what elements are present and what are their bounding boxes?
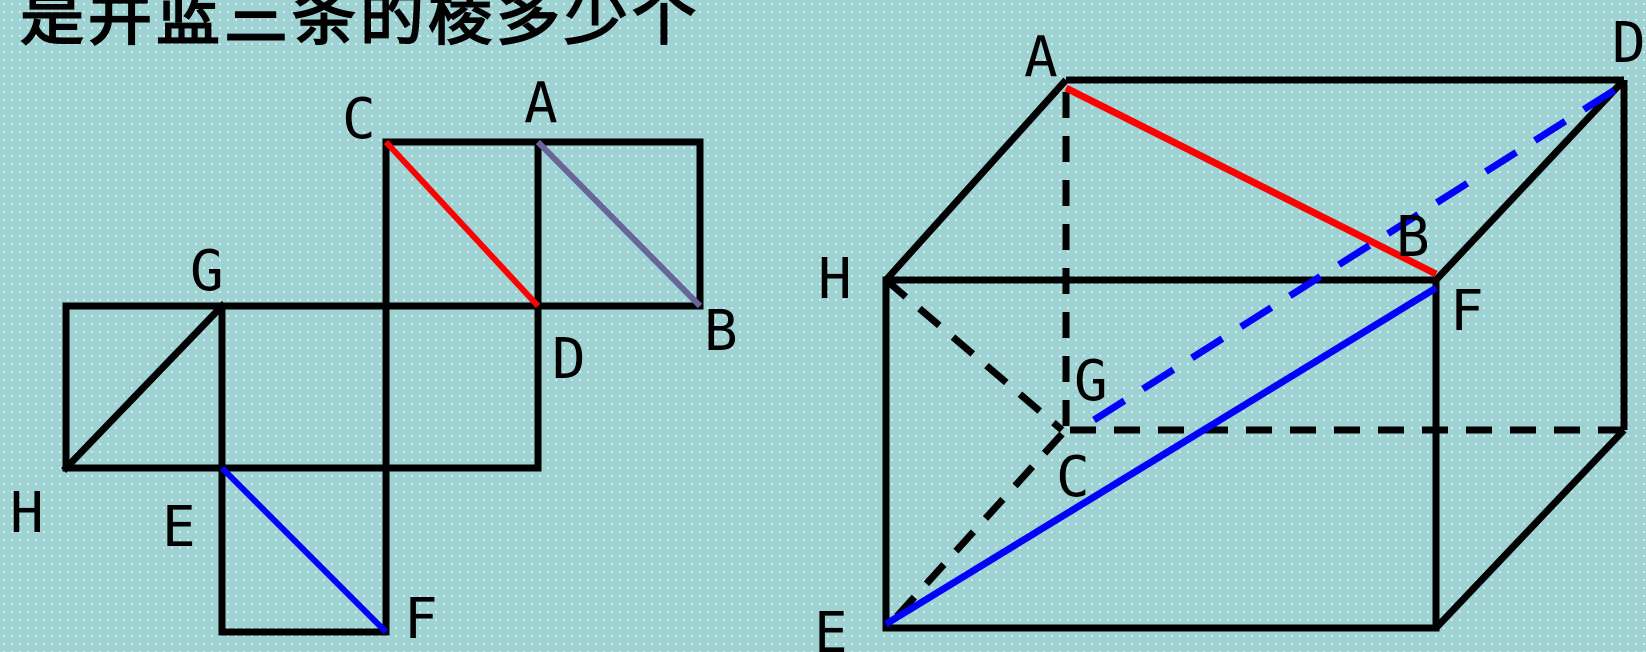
solid-label-b: B	[1396, 205, 1430, 270]
diagonal-e-f	[884, 285, 1438, 627]
net-label-c: C	[342, 87, 376, 152]
edge-a-h	[883, 77, 1069, 283]
net-label-b: B	[704, 299, 738, 364]
net-diagonal-cd	[383, 139, 541, 309]
net-label-g: G	[190, 239, 224, 304]
edge-d-f	[1433, 77, 1627, 283]
page-title: 是并蓝三条的棱多少个	[20, 0, 700, 55]
solid-label-g: G	[1074, 349, 1108, 414]
hidden-diagonal-h-c	[883, 277, 1065, 433]
net-diagonal-ef	[219, 465, 389, 635]
solid-label-a: A	[1024, 25, 1058, 90]
solid-label-d: D	[1612, 11, 1646, 76]
net-face-middle	[218, 302, 390, 472]
net-label-d: D	[552, 327, 586, 392]
diagonal-a-b	[1064, 84, 1438, 278]
net-diagonal-gh	[61, 301, 227, 473]
net-label-h: H	[10, 481, 44, 546]
front-face	[882, 276, 1440, 632]
cuboid-hidden-edges	[883, 92, 1624, 627]
solid-labels: A D B H F G C E	[814, 11, 1646, 652]
solid-label-h: H	[818, 247, 852, 312]
solid-label-f: F	[1450, 279, 1484, 344]
net-diagonal-ab	[535, 139, 703, 309]
solid-label-e: E	[814, 601, 848, 652]
edge-f-bottom-back	[1433, 427, 1627, 631]
net-face-top-right	[534, 138, 704, 310]
net-label-e: E	[162, 495, 196, 560]
hidden-diagonal-g-d	[1092, 81, 1626, 423]
net-label-f: F	[404, 587, 438, 652]
net-labels: C A G B D H E F	[10, 71, 738, 652]
solid-label-c: C	[1056, 445, 1090, 510]
net-face-bottom	[218, 464, 390, 636]
net-face-right	[382, 302, 542, 472]
cube-net	[61, 138, 704, 636]
cuboid-solid-edges	[882, 76, 1628, 632]
net-label-a: A	[524, 71, 558, 136]
